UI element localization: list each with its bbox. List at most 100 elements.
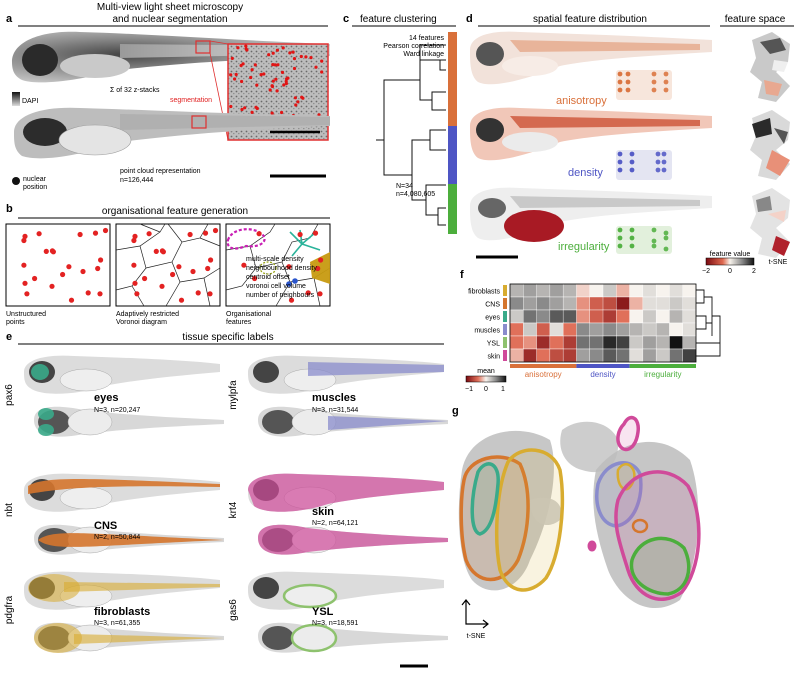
neighbours-ring (259, 261, 277, 275)
point (205, 265, 211, 272)
heatmap-cell (523, 322, 538, 337)
clustering-line2: Pearson correlation (383, 43, 444, 50)
box3-label-2: features (226, 319, 252, 326)
heatmap-cell (642, 348, 657, 363)
feature-icon-dot (629, 159, 635, 165)
point (315, 265, 321, 272)
tissue-fish-eyes (24, 355, 224, 437)
point (24, 291, 30, 297)
tsne-contour-skin-small (616, 415, 640, 452)
voronoi-points (131, 227, 219, 303)
cluster-bar-density (448, 126, 457, 184)
tissue-n-cns: N=2, n=50,844 (94, 534, 140, 541)
segmentation-dot (271, 63, 275, 67)
segmentation-label: segmentation (170, 97, 212, 104)
heatmap-cell (523, 335, 538, 350)
feature-icon-dot (651, 243, 657, 249)
heatmap-cell (536, 309, 551, 324)
heatmap-cell (669, 335, 684, 350)
tissue-n-fibroblasts: N=3, n=61,355 (94, 620, 140, 627)
multiscale-density-ring (226, 228, 266, 250)
voronoi-edges (115, 223, 221, 307)
heatmap-group-bar (629, 364, 696, 368)
segmentation-dots (229, 44, 324, 127)
point (134, 291, 140, 297)
heatmap-cell (549, 322, 564, 337)
heatmap-cell (589, 322, 604, 337)
point (97, 291, 103, 297)
colorbar-tick-2: 2 (752, 268, 756, 275)
heatmap-cell (589, 296, 604, 311)
mean-tick-2: 1 (501, 386, 505, 393)
heatmap-cell (576, 335, 591, 350)
heatmap-cell (562, 322, 577, 337)
point (252, 275, 258, 282)
heatmap-cell (655, 309, 670, 324)
segmentation-dot (292, 66, 297, 71)
point (207, 291, 213, 297)
heatmap-row-color (503, 324, 507, 335)
heatmap-cell (536, 322, 551, 337)
tsne-contour-cns (459, 455, 530, 582)
pointcloud-n: n=126,444 (120, 177, 153, 184)
segmentation-dot (268, 88, 272, 92)
feature-icon-dot (629, 235, 635, 241)
feature-icon-dot (629, 151, 635, 157)
point (22, 233, 28, 239)
heatmap-cell (642, 322, 657, 337)
feature-name-irregularity: irregularity (558, 241, 610, 253)
heatmap-row-color (503, 311, 507, 322)
panel-c-title: feature clustering (360, 14, 437, 25)
dendrogram (376, 44, 446, 226)
tsne-label-d: t-SNE (769, 259, 788, 266)
heatmap-row-label: fibroblasts (468, 289, 500, 296)
heatmap-row-label: skin (488, 354, 501, 361)
feature-icon-dot (651, 79, 657, 85)
heatmap-cell (682, 296, 697, 311)
point (66, 264, 72, 270)
panel-a-letter: a (6, 13, 13, 25)
heatmap-row-label: muscles (474, 328, 500, 335)
box1-label-2: points (6, 319, 25, 326)
colorbar-tick-1: 0 (728, 268, 732, 275)
gene-label-mylpfa: mylpfa (228, 380, 239, 410)
heatmap-cell (602, 322, 617, 337)
pointcloud-label: point cloud representation (120, 168, 201, 175)
point (176, 264, 182, 270)
tissue-name-skin: skin (312, 506, 334, 518)
feature-legend-2: centroid offset (246, 274, 290, 281)
point (131, 237, 137, 244)
heatmap-cell (523, 348, 538, 363)
feature-name-anisotropy: anisotropy (556, 95, 607, 107)
tissue-fish-cns (24, 473, 224, 555)
panel-d-title: spatial feature distribution (533, 14, 647, 25)
tissue-n-muscles: N=3, n=31,544 (312, 407, 358, 414)
heatmap-cell (576, 309, 591, 324)
segmentation-dot (299, 54, 303, 59)
heatmap-cell (602, 309, 617, 324)
feature-icon-dot (663, 230, 669, 236)
feature-legend-4: number of neighbours (246, 292, 315, 299)
feature-icon-dot (617, 79, 623, 85)
point (43, 248, 49, 254)
heatmap-cell (523, 309, 538, 324)
segmentation-dot (275, 89, 279, 93)
heatmap-cell (562, 348, 577, 363)
heatmap-cell (642, 335, 657, 350)
point (286, 264, 292, 270)
panel-b: b organisational feature generation (5, 203, 331, 326)
unstructured-points (21, 227, 109, 303)
segmentation-dot (282, 83, 286, 87)
segmentation-dot (304, 55, 308, 59)
heatmap-cell (509, 283, 524, 298)
heatmap-row-color (503, 285, 507, 296)
dapi-colorbar (12, 92, 20, 106)
point (60, 271, 66, 278)
heatmap-group-bar (576, 364, 630, 368)
segmentation-dot (273, 63, 277, 67)
point (21, 262, 27, 268)
centroid-dot (286, 281, 292, 287)
tissue-name-fibroblasts: fibroblasts (94, 606, 150, 618)
heatmap-cell (629, 322, 644, 337)
